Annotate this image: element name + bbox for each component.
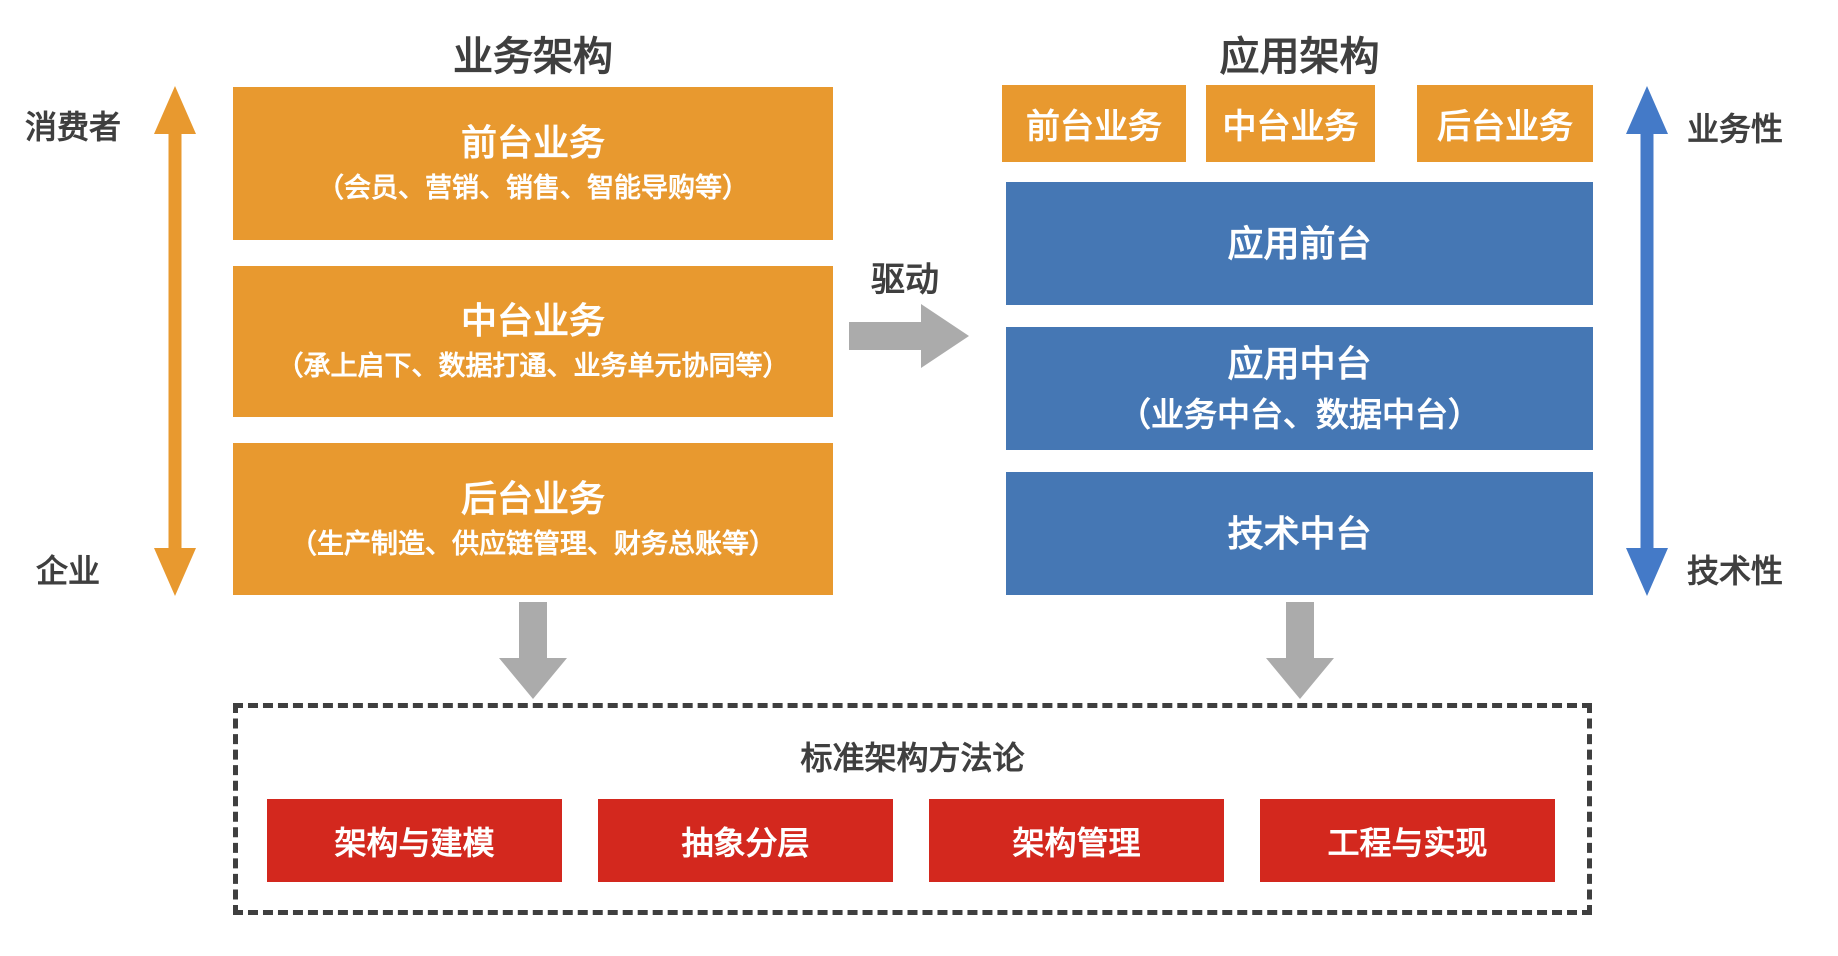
business-to-methodology-down-arrow-icon [499, 602, 567, 699]
box-title: 应用中台 [1227, 342, 1372, 384]
middle-office-business-box: 中台业务 （承上启下、数据打通、业务单元协同等） [233, 266, 833, 417]
methodology-title: 标准架构方法论 [800, 740, 1025, 776]
box-subtitle: （生产制造、供应链管理、财务总账等） [290, 528, 776, 559]
front-office-business-box: 前台业务 （会员、营销、销售、智能导购等） [233, 87, 833, 240]
mini-box-label: 前台业务 [1026, 108, 1162, 146]
enterprise-label: 企业 [36, 553, 101, 589]
abstraction-layering-box: 抽象分层 [598, 799, 893, 882]
back-office-mini-box: 后台业务 [1417, 85, 1593, 162]
back-office-business-box: 后台业务 （生产制造、供应链管理、财务总账等） [233, 443, 833, 595]
technology-middle-box: 技术中台 [1006, 472, 1593, 595]
business-attribute-label: 业务性 [1687, 111, 1784, 147]
mini-box-label: 中台业务 [1222, 108, 1359, 146]
application-front-box: 应用前台 [1006, 182, 1593, 305]
middle-office-mini-box: 中台业务 [1206, 85, 1375, 162]
architecture-management-box: 架构管理 [929, 799, 1224, 882]
business-technology-double-arrow-icon [1626, 86, 1668, 596]
methodology-container [233, 703, 1592, 915]
box-title: 后台业务 [460, 477, 605, 519]
redbox-label: 抽象分层 [681, 824, 810, 861]
application-to-methodology-down-arrow-icon [1266, 602, 1334, 699]
redbox-label: 架构与建模 [334, 824, 495, 861]
drive-label: 驱动 [871, 261, 939, 299]
engineering-and-implementation-box: 工程与实现 [1260, 799, 1555, 882]
redbox-label: 架构管理 [1012, 824, 1141, 861]
redbox-label: 工程与实现 [1327, 824, 1488, 861]
front-office-mini-box: 前台业务 [1002, 85, 1186, 162]
technology-attribute-label: 技术性 [1687, 553, 1784, 589]
consumer-enterprise-double-arrow-icon [154, 86, 196, 596]
box-title: 应用前台 [1227, 223, 1372, 264]
box-subtitle: （业务中台、数据中台） [1118, 395, 1481, 433]
box-title: 前台业务 [460, 122, 605, 164]
mini-box-label: 后台业务 [1437, 108, 1573, 146]
box-title: 中台业务 [460, 300, 605, 342]
application-middle-box: 应用中台 （业务中台、数据中台） [1006, 327, 1593, 450]
box-subtitle: （承上启下、数据打通、业务单元协同等） [276, 351, 790, 382]
drive-right-arrow-icon [849, 304, 969, 368]
application-architecture-title: 应用架构 [1219, 35, 1380, 79]
consumer-label: 消费者 [25, 109, 122, 145]
architecture-and-modeling-box: 架构与建模 [267, 799, 562, 882]
business-architecture-title: 业务架构 [453, 35, 613, 79]
box-subtitle: （会员、营销、销售、智能导购等） [317, 173, 749, 204]
box-title: 技术中台 [1227, 513, 1372, 554]
